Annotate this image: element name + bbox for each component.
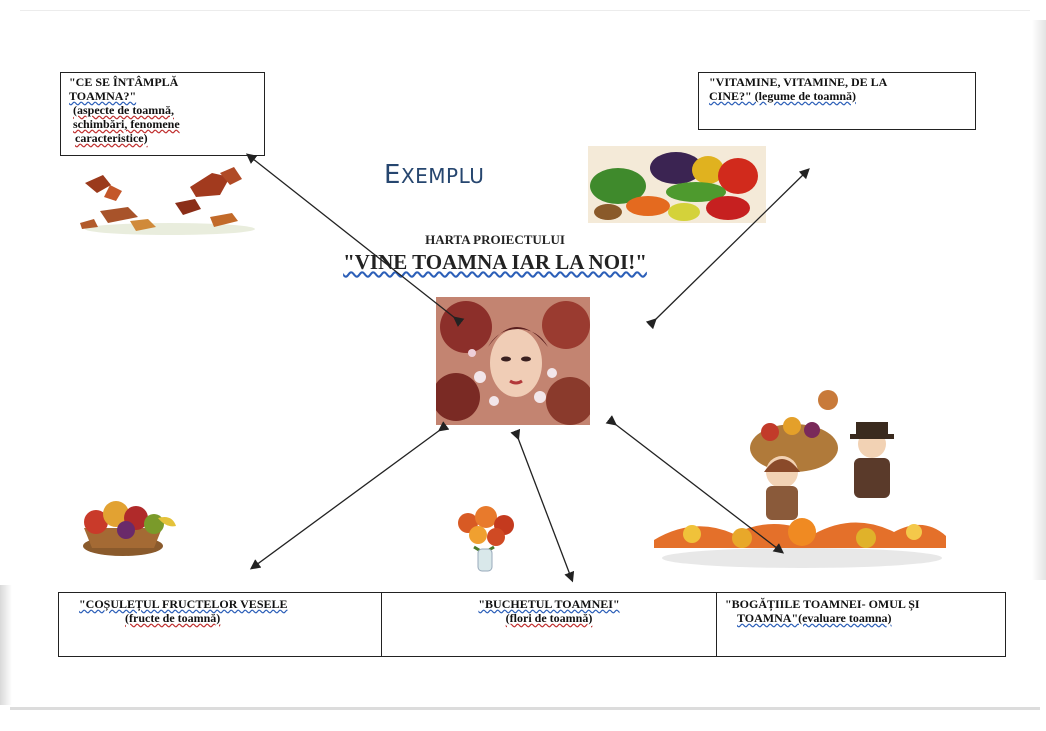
page-shadow-right [1032,20,1046,580]
box-tl-line4: schimbări, fenomene [73,117,180,131]
page-top-edge [20,10,1030,11]
autumn-leaves-image [80,167,255,235]
box-tl-line2: TOAMNA?" [69,89,137,103]
cell-fruit-basket: "COȘULEȚUL FRUCTELOR VESELE (fructe de t… [59,593,382,656]
box-tr-line2: CINE?" (legume de toamnă) [709,89,856,103]
cell-fruit-title: "COȘULEȚUL FRUCTELOR VESELE [79,597,288,611]
page-shadow-left [0,585,12,705]
bottom-categories-table: "COȘULEȚUL FRUCTELOR VESELE (fructe de t… [58,592,1006,657]
box-tr-line1: "VITAMINE, VITAMINE, DE LA [709,75,888,89]
box-vitamins: "VITAMINE, VITAMINE, DE LA CINE?" (legum… [698,72,976,130]
box-what-happens-in-autumn: "CE SE ÎNTÂMPLĂ TOAMNA?" (aspecte de toa… [60,72,265,156]
box-tl-line5: caracteristice) [75,131,148,145]
arrow-center-to-flowers [510,428,575,583]
box-tl-line3: (aspecte de toamnă, [73,103,174,117]
cell-riches-subtitle: TOAMNA"(evaluare toamna) [737,611,892,625]
flower-bouquet-image [458,506,514,572]
cell-fruit-subtitle: (fructe de toamnă) [125,611,221,625]
fruit-basket-image [83,501,176,556]
cell-autumn-riches: "BOGĂȚIILE TOAMNEI- OMUL ȘI TOAMNA"(eval… [717,593,1004,656]
cell-riches-title: "BOGĂȚIILE TOAMNEI- OMUL ȘI [725,597,920,611]
box-tl-line1: "CE SE ÎNTÂMPLĂ [69,75,179,89]
cell-bouquet-title: "BUCHETUL TOAMNEI" [478,597,620,611]
arrow-center-to-top-right [645,168,810,330]
page-bottom-edge [10,707,1040,710]
arrow-center-to-fruit [249,421,450,570]
arrow-center-to-top-left [245,153,465,327]
cell-autumn-bouquet: "BUCHETUL TOAMNEI" (flori de toamnă) [382,593,717,656]
cell-bouquet-subtitle: (flori de toamnă) [505,611,593,625]
arrow-center-to-harvest [605,415,785,554]
